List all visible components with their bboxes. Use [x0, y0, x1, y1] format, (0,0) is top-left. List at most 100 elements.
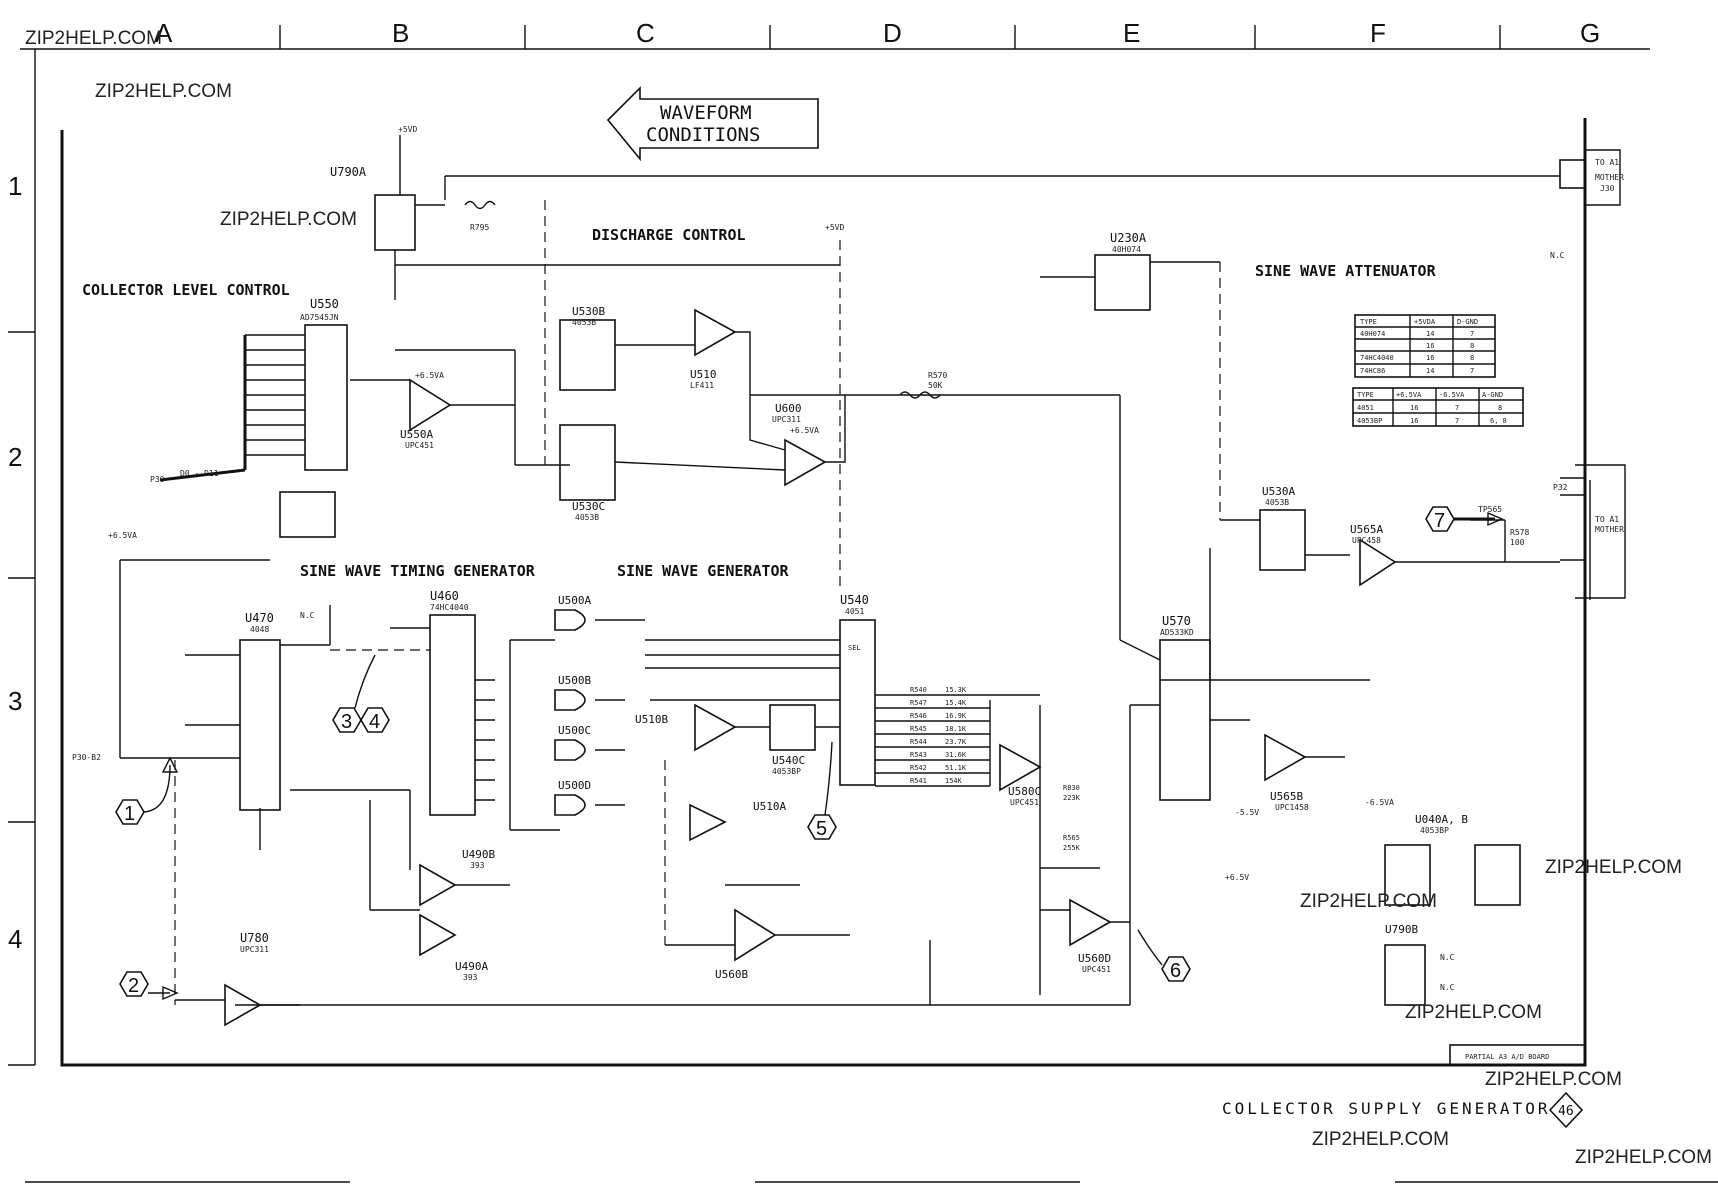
r542-label: R542 — [910, 764, 927, 772]
footer-partial: PARTIAL A3 A/D BOARD — [1465, 1053, 1549, 1061]
u510b-label: U510B — [635, 713, 668, 726]
u560b-opamp: U560B — [690, 884, 850, 981]
u530b-label: U530B — [572, 305, 605, 318]
u510-opamp: U510 LF411 — [615, 308, 751, 395]
banner-line-2: CONDITIONS — [646, 124, 760, 146]
u565a-label: U565A — [1350, 523, 1383, 536]
r795-label: R795 — [470, 223, 489, 232]
u500d-label: U500D — [558, 779, 591, 792]
u530c-type: 4053B — [575, 513, 599, 522]
r570-resistor: R570 50K — [899, 371, 947, 399]
t2-h-minus: -6.5VA — [1439, 391, 1465, 399]
section-sine-attenuator: SINE WAVE ATTENUATOR — [1255, 262, 1437, 280]
plus6v-label: +6.5V — [1225, 873, 1249, 882]
u530a-type: 4053B — [1265, 498, 1289, 507]
u510a-label: U510A — [753, 800, 786, 813]
u530c-switch: U530C 4053B — [559, 424, 616, 522]
r570-label: R570 — [928, 371, 947, 380]
grid-row-2: 2 — [8, 442, 22, 472]
grid-row-3: 3 — [8, 686, 22, 716]
callout-6: 6 — [1137, 929, 1191, 982]
r543-label: R543 — [910, 751, 927, 759]
t2-r1-gnd: 6, 8 — [1490, 417, 1507, 425]
u490b-type: 393 — [470, 861, 485, 870]
t1-h-gnd: D-GND — [1457, 318, 1478, 326]
u790a-supply: +5VD — [398, 125, 417, 134]
grid-row-header: 1 2 3 4 — [8, 49, 36, 1066]
r578-label: R578 — [1510, 528, 1529, 537]
u565b-type: UPC1458 — [1275, 803, 1309, 812]
section-sine-generator: SINE WAVE GENERATOR — [617, 562, 790, 580]
u560d-opamp: U560D UPC451 — [1040, 898, 1130, 974]
u490a-type: 393 — [463, 973, 478, 982]
u040-type: 4053BP — [1420, 826, 1449, 835]
callout-2-text: 2 — [128, 975, 139, 997]
r541-value: 154K — [945, 777, 963, 785]
u790b-nc1: N.C — [1440, 953, 1455, 962]
u460-type: 74HC4040 — [430, 603, 469, 612]
t2-r0-plus: 16 — [1410, 404, 1418, 412]
tp565-label: TP565 — [1478, 505, 1502, 514]
grid-col-a: A — [155, 18, 173, 48]
t2-h-gnd: A-GND — [1482, 391, 1503, 399]
r543-value: 31.6K — [945, 751, 967, 759]
t1-r0-type: 40H074 — [1360, 330, 1385, 338]
u790b-flipflop: U790B N.C N.C — [1384, 923, 1455, 1006]
u550a-opamp: U550A UPC451 +6.5VA — [350, 371, 515, 450]
u040-switches: U040A, B 4053BP — [1384, 813, 1521, 906]
t2-r1-type: 4053BP — [1357, 417, 1382, 425]
r544-value: 23.7K — [945, 738, 967, 746]
watermark-5: ZIP2HELP.COM — [1300, 891, 1437, 912]
u550a-label: U550A — [400, 428, 433, 441]
section-collector-level: COLLECTOR LEVEL CONTROL — [82, 281, 290, 299]
r830-value: 223K — [1063, 794, 1081, 802]
u565b-label: U565B — [1270, 790, 1303, 803]
grid-row-4: 4 — [8, 924, 22, 954]
footer-title: COLLECTOR SUPPLY GENERATOR — [1222, 1099, 1550, 1118]
u550a-type: UPC451 — [405, 441, 434, 450]
callout-6-text: 6 — [1170, 960, 1181, 982]
u500c-label: U500C — [558, 724, 591, 737]
u540-type: 4051 — [845, 607, 864, 616]
r541-label: R541 — [910, 777, 927, 785]
r570-value: 50K — [928, 381, 943, 390]
supply-65va-u565: -6.5VA — [1365, 798, 1394, 807]
u470-label: U470 — [245, 611, 274, 625]
u540c-switch: U540C 4053BP — [735, 704, 840, 776]
watermark-6: ZIP2HELP.COM — [1405, 1002, 1542, 1023]
callout-1: 1 — [115, 756, 179, 825]
u540c-label: U540C — [772, 754, 805, 767]
r545-label: R545 — [910, 725, 927, 733]
u550-dac: U550 AD7545JN P30 D0 - D11 — [150, 297, 348, 538]
t1-r3-supply: 14 — [1426, 367, 1434, 375]
u565b-opamp: U565B UPC1458 — [1210, 679, 1370, 812]
t1-r3-gnd: 7 — [1470, 367, 1474, 375]
u600-type: UPC311 — [772, 415, 801, 424]
p30-label: P30 — [150, 475, 165, 484]
u040-label: U040A, B — [1415, 813, 1468, 826]
t1-r1-gnd: 8 — [1470, 342, 1474, 350]
to-a1-bottom: TO A1 — [1595, 515, 1619, 524]
r544-label: R544 — [910, 738, 927, 746]
u790a-gate: U790A +5VD R795 — [330, 125, 496, 300]
t2-r0-gnd: 8 — [1498, 404, 1502, 412]
u550a-plus-supply: +6.5VA — [415, 371, 444, 380]
u600-comparator: U600 UPC311 +6.5VA — [614, 395, 846, 487]
grid-col-c: C — [636, 18, 655, 48]
u500-gates: U500A U500B U500C U500D — [510, 594, 645, 816]
u510-label: U510 — [690, 368, 717, 381]
r546-value: 16.9K — [945, 712, 967, 720]
callout-3-4: 3 4 — [332, 654, 390, 733]
u540-mux: U540 4051 SEL — [645, 593, 876, 786]
u790a-label: U790A — [330, 165, 367, 179]
t1-r2-type: 74HC4040 — [1360, 354, 1394, 362]
grid-col-f: F — [1370, 18, 1386, 48]
u470-type: 4048 — [250, 625, 269, 634]
r546-label: R546 — [910, 712, 927, 720]
minus5v-label: -5.5V — [1235, 808, 1259, 817]
u600-plus-supply: +6.5VA — [790, 426, 819, 435]
r578-value: 100 — [1510, 538, 1525, 547]
t1-r0-supply: 14 — [1426, 330, 1434, 338]
r547-value: 15.4K — [945, 699, 967, 707]
